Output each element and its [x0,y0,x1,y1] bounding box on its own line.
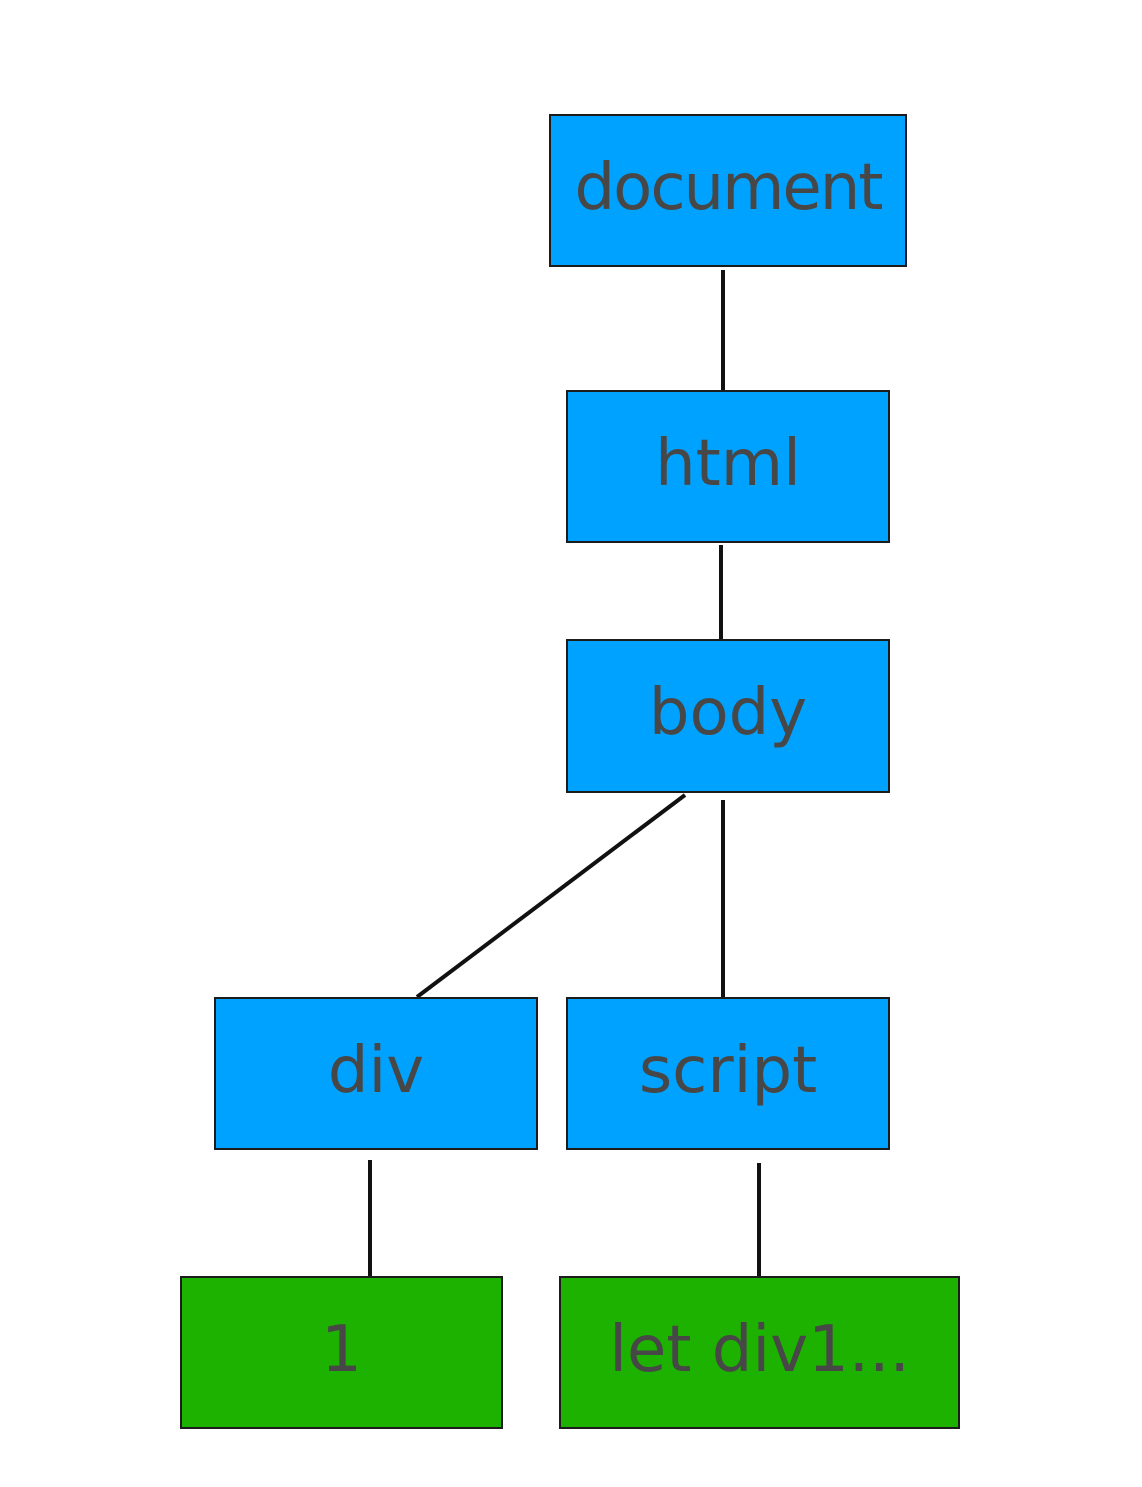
node-div-label: div [327,1033,425,1108]
node-text-script-content-label: let div1... [609,1312,910,1387]
node-body-label: body [648,676,808,750]
node-document: document [549,114,907,267]
node-text-1-label: 1 [321,1312,362,1387]
node-text-script-content: let div1... [559,1276,960,1429]
node-script: script [566,997,890,1150]
node-text-1: 1 [180,1276,503,1429]
edge-body-div [415,793,687,999]
node-html-label: html [655,426,801,501]
node-script-label: script [638,1033,818,1108]
node-document-label: document [574,150,884,225]
node-html: html [566,390,890,543]
node-div: div [214,997,538,1150]
node-body: body [566,639,890,793]
